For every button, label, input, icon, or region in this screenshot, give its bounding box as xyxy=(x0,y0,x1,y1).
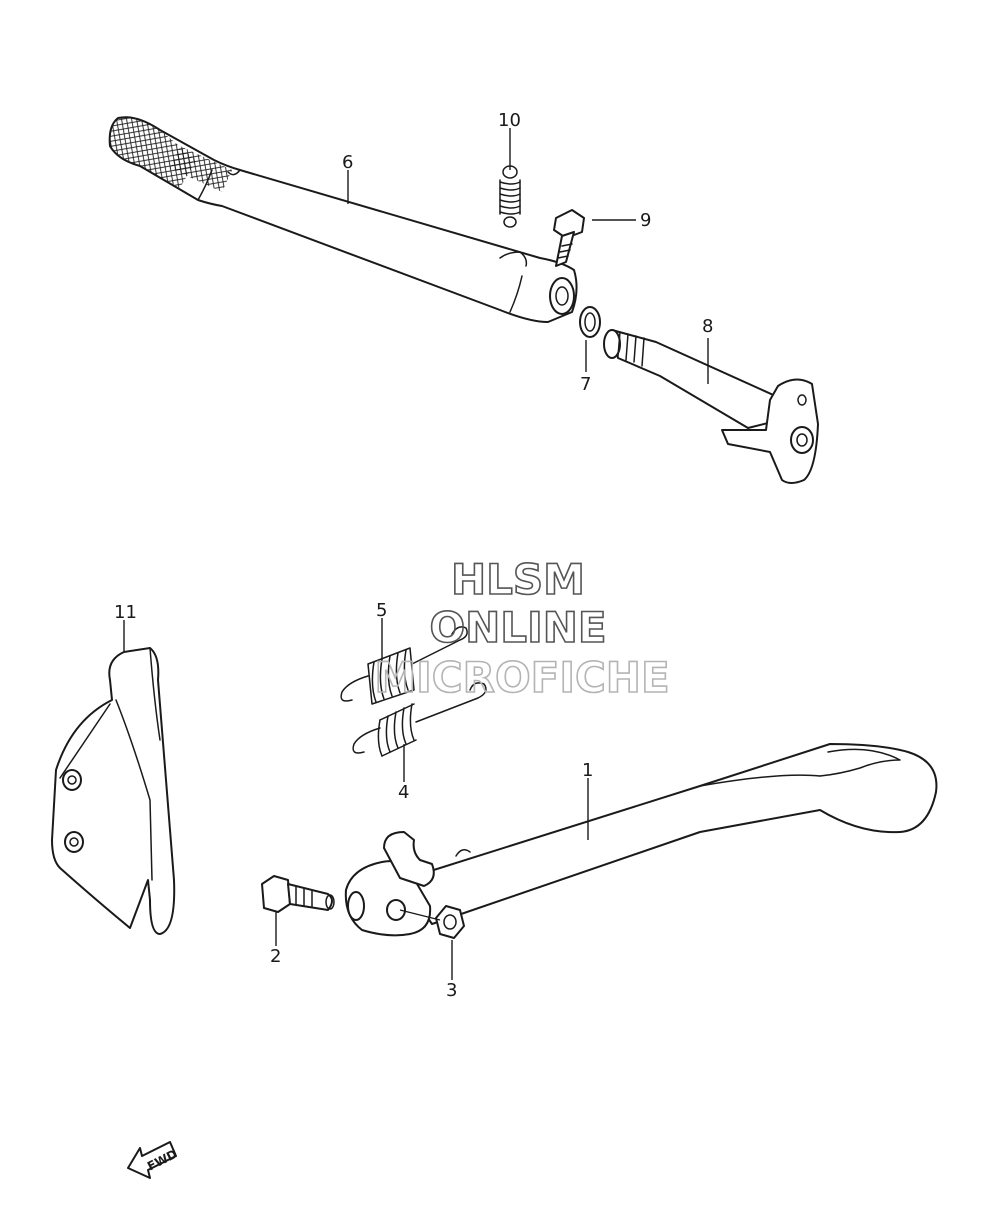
part-4-spring xyxy=(352,682,487,757)
callout-6: 6 xyxy=(342,152,353,173)
watermark-line-3: MICROFICHE xyxy=(374,653,669,702)
callout-8: 8 xyxy=(702,316,713,337)
watermark: HLSM ONLINE MICROFICHE xyxy=(374,554,671,703)
callout-10: 10 xyxy=(498,110,521,131)
callout-11: 11 xyxy=(114,602,137,623)
part-11-plate xyxy=(51,647,176,935)
part-7-washer xyxy=(579,306,601,338)
leader-lines xyxy=(123,128,709,980)
part-1-side-stand xyxy=(344,743,938,937)
part-10-spring xyxy=(499,165,521,228)
part-3-nut xyxy=(435,905,465,939)
watermark-line-2: ONLINE xyxy=(429,603,606,652)
fwd-arrow-icon: FWD xyxy=(127,1141,179,1179)
callout-5: 5 xyxy=(376,600,387,621)
callout-9: 9 xyxy=(640,210,651,231)
part-5-spring xyxy=(340,626,468,705)
part-9-bolt xyxy=(553,209,585,267)
watermark-line-1: HLSM xyxy=(451,555,585,604)
part-6-lever xyxy=(108,116,578,323)
callout-4: 4 xyxy=(398,782,409,803)
callout-2: 2 xyxy=(270,946,281,967)
callout-1: 1 xyxy=(582,760,593,781)
part-2-bolt xyxy=(261,875,335,913)
part-8-shaft xyxy=(603,329,819,484)
callout-7: 7 xyxy=(580,374,591,395)
callout-3: 3 xyxy=(446,980,457,1001)
callout-labels: 6 10 9 7 8 11 5 4 1 2 3 xyxy=(114,110,713,1001)
